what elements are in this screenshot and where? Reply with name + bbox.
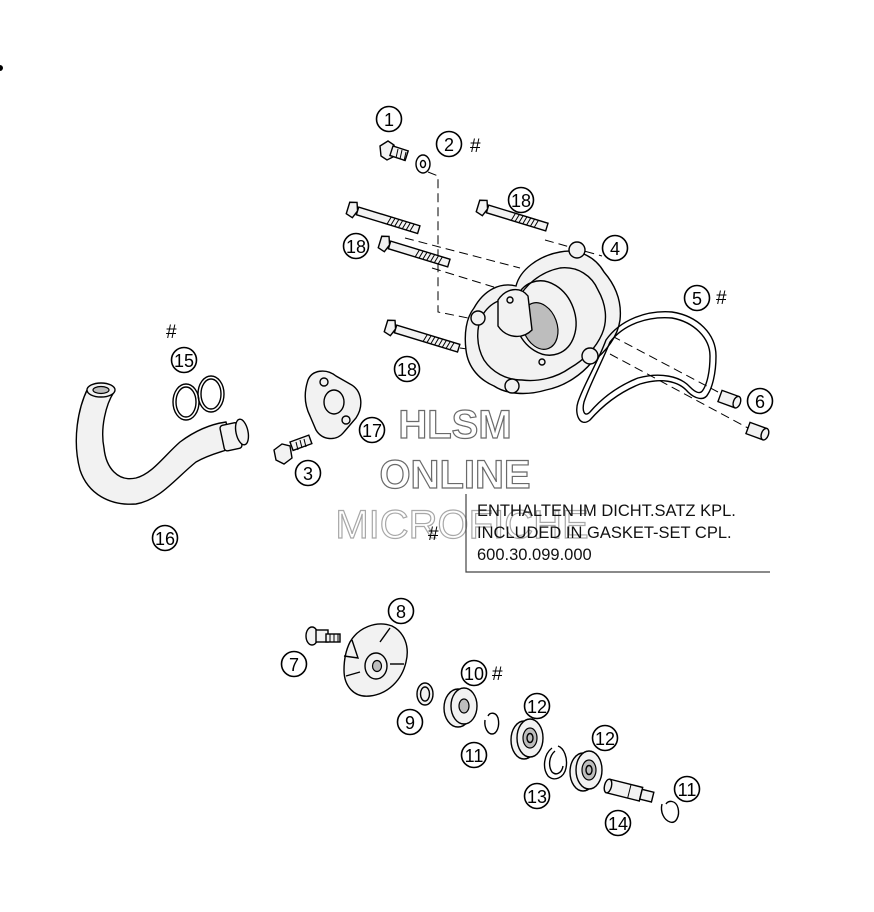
callout-9: 9 [396, 708, 424, 736]
callout-1: 1 [375, 105, 403, 133]
legend-hash: # [428, 524, 439, 545]
part-15-o-rings [172, 375, 225, 421]
part-3-bolt [273, 434, 313, 465]
part-9-ring [416, 682, 434, 706]
svg-text:11: 11 [678, 780, 697, 800]
svg-text:18: 18 [397, 360, 417, 380]
svg-text:7: 7 [289, 655, 299, 675]
hash-near-5: # [716, 288, 727, 309]
callout-6: 6 [746, 387, 774, 415]
svg-text:12: 12 [527, 697, 547, 717]
part-2-washer [415, 154, 431, 174]
svg-text:11: 11 [465, 746, 484, 766]
legend-line-2: INCLUDED IN GASKET-SET CPL. [477, 524, 732, 542]
part-10-shaft-seal [443, 687, 478, 728]
callout-5: 5 [683, 284, 711, 312]
part-7-bolt [305, 626, 341, 646]
hash-near-10: # [492, 664, 503, 685]
callout-18-left: 18 [342, 232, 370, 260]
svg-text:4: 4 [610, 239, 620, 259]
part-13-snap-ring [543, 745, 568, 780]
part-11-circlips [484, 712, 680, 823]
svg-text:16: 16 [155, 529, 175, 549]
legend-line-1: ENTHALTEN IM DICHT.SATZ KPL. [477, 502, 736, 520]
part-18-long-bolts [345, 199, 549, 353]
callouts: 1 2 18 18 4 5 15 18 6 17 3 16 8 7 10 12 … [151, 105, 774, 837]
callout-12-top: 12 [523, 692, 551, 720]
callout-10: 10 [460, 659, 488, 687]
svg-text:18: 18 [346, 237, 366, 257]
callout-14: 14 [604, 809, 632, 837]
watermark: HLSM ONLINE MICROFICHE [335, 402, 590, 547]
svg-text:9: 9 [405, 713, 415, 733]
part-6-sleeves [717, 389, 770, 441]
watermark-line-3: MICROFICHE [335, 503, 588, 547]
svg-text:8: 8 [396, 602, 406, 622]
legend-box: ENTHALTEN IM DICHT.SATZ KPL. INCLUDED IN… [428, 494, 770, 573]
callout-2: 2 [435, 130, 463, 158]
svg-text:2: 2 [444, 135, 454, 155]
svg-text:17: 17 [362, 421, 382, 441]
callout-7: 7 [280, 650, 308, 678]
svg-text:18: 18 [511, 191, 531, 211]
part-16-hose [75, 382, 250, 505]
svg-text:3: 3 [303, 464, 313, 484]
watermark-line-2: ONLINE [379, 453, 530, 497]
svg-text:6: 6 [755, 392, 765, 412]
part-8-impeller [343, 623, 408, 697]
watermark-line-1: HLSM [398, 403, 511, 447]
svg-text:14: 14 [608, 814, 628, 834]
edge-mark [0, 65, 3, 71]
callout-12-bottom: 12 [591, 724, 619, 752]
hash-marks: # # # # [166, 136, 727, 685]
legend-line-3: 600.30.099.000 [477, 546, 592, 564]
callout-8: 8 [387, 597, 415, 625]
part-5-gasket [576, 311, 717, 423]
callout-17: 17 [358, 416, 386, 444]
callout-11-right: 11 [673, 775, 701, 803]
svg-text:13: 13 [527, 787, 547, 807]
svg-text:1: 1 [384, 110, 394, 130]
callout-11-left: 11 [460, 741, 488, 769]
part-1-bolt [379, 140, 410, 162]
callout-13: 13 [523, 782, 551, 810]
callout-15: 15 [170, 346, 198, 374]
hash-near-2: # [470, 136, 481, 157]
part-12-bearings [510, 718, 603, 792]
callout-4: 4 [601, 234, 629, 262]
svg-text:5: 5 [692, 289, 702, 309]
callout-18-bottom: 18 [393, 355, 421, 383]
part-17-flange-gasket [304, 370, 362, 440]
part-4-pump-cover [464, 241, 622, 395]
svg-text:15: 15 [174, 351, 194, 371]
hash-near-15: # [166, 322, 177, 343]
callout-3: 3 [294, 459, 322, 487]
svg-text:10: 10 [464, 664, 484, 684]
part-14-shaft [603, 778, 655, 803]
callout-18-top: 18 [507, 186, 535, 214]
callout-16: 16 [151, 524, 179, 552]
svg-text:12: 12 [595, 729, 615, 749]
